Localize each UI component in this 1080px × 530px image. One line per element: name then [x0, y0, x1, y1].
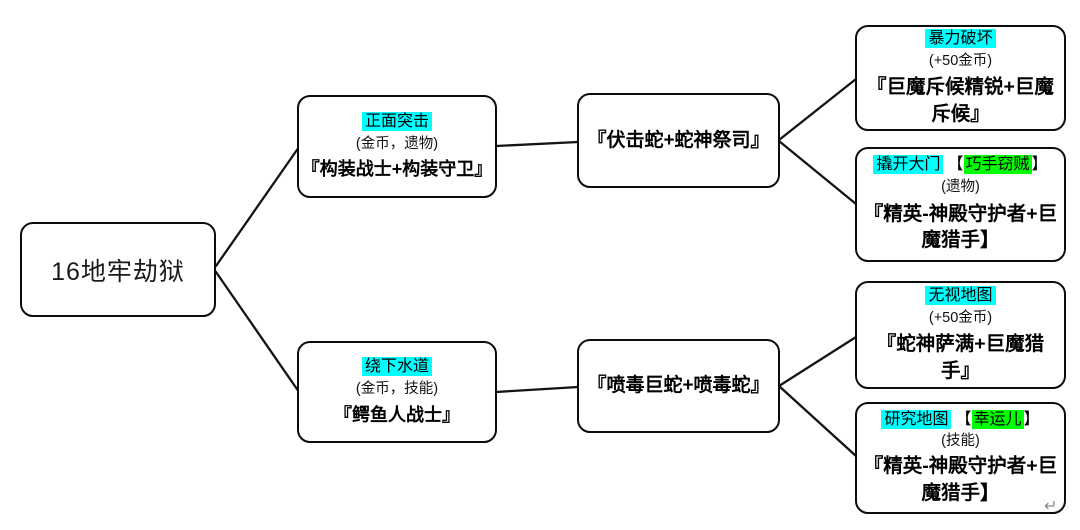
option-reward: (+50金币) [928, 53, 993, 69]
connector-encounter-top-to-option2 [777, 139, 858, 206]
encounter-enemies: 『伏击蛇+蛇神祭司』 [587, 129, 770, 151]
bracket-open: 【 [947, 156, 964, 174]
option-node-break-door: 暴力破坏 (+50金币) 『巨魔斥候精锐+巨魔斥候』 [855, 25, 1066, 131]
option-enemies: 『精英-神殿守护者+巨魔猎手】 [863, 202, 1058, 252]
option-title: 无视地图 [925, 285, 996, 306]
option-title: 暴力破坏 [925, 29, 996, 49]
branch-node-frontal-assault: 正面突击 (金币，遗物) 『构装战士+构装守卫』 [297, 95, 497, 198]
branch-reward: (金币，遗物) [355, 135, 439, 152]
bracket-open: 【 [955, 410, 972, 428]
connector-branch-bottom-to-encounter [494, 385, 580, 394]
branch-enemies: 『鳄鱼人战士』 [334, 404, 460, 425]
action-label-highlight: 无视地图 [925, 285, 996, 305]
option-title: 撬开大门【巧手窃贼】 [873, 155, 1048, 175]
connector-root-to-branch-top [214, 145, 301, 268]
connector-branch-top-to-encounter [494, 140, 580, 148]
root-node-dungeon: 16地牢劫狱 [20, 222, 216, 317]
encounter-node-venom-snake: 『喷毒巨蛇+喷毒蛇』 [577, 339, 780, 433]
requirement-label-highlight: 巧手窃贼 [963, 155, 1032, 175]
action-label-highlight: 正面突击 [361, 111, 432, 131]
connector-encounter-bottom-to-option3 [777, 335, 858, 388]
action-label-highlight: 绕下水道 [361, 357, 432, 377]
root-node-label: 16地牢劫狱 [51, 257, 185, 286]
action-label-highlight: 撬开大门 [873, 155, 944, 175]
option-title: 研究地图【幸运儿】 [881, 409, 1040, 430]
branch-enemies: 『构装战士+构装守卫』 [301, 159, 493, 180]
connector-encounter-bottom-to-option4 [777, 384, 858, 458]
branch-node-sewer-route: 绕下水道 (金币，技能) 『鳄鱼人战士』 [297, 341, 497, 443]
option-node-study-map: 研究地图【幸运儿】 (技能) 『精英-神殿守护者+巨魔猎手】 [855, 402, 1066, 514]
connector-root-to-branch-bottom [214, 270, 301, 394]
option-reward: (技能) [941, 432, 980, 449]
branch-title: 绕下水道 [361, 357, 432, 377]
option-node-pry-door: 撬开大门【巧手窃贼】 (遗物) 『精英-神殿守护者+巨魔猎手】 [855, 147, 1066, 262]
option-node-ignore-map: 无视地图 (+50金币) 『蛇神萨满+巨魔猎手』 [855, 281, 1066, 389]
branch-reward: (金币，技能) [355, 381, 439, 398]
action-label-highlight: 研究地图 [881, 409, 952, 429]
connector-encounter-top-to-option1 [777, 77, 858, 142]
encounter-enemies: 『喷毒巨蛇+喷毒蛇』 [587, 375, 770, 397]
bracket-close: 】 [1031, 156, 1048, 174]
action-label-highlight: 暴力破坏 [925, 29, 996, 48]
bracket-close: 】 [1023, 410, 1040, 428]
option-reward: (遗物) [941, 179, 980, 196]
end-of-line-mark: ↵ [1044, 498, 1058, 515]
branch-title: 正面突击 [361, 111, 432, 132]
encounter-node-ambush-snake: 『伏击蛇+蛇神祭司』 [577, 93, 780, 188]
option-reward: (+50金币) [928, 309, 993, 326]
option-enemies: 『蛇神萨满+巨魔猎手』 [876, 333, 1045, 382]
option-enemies: 『巨魔斥候精锐+巨魔斥候』 [867, 76, 1054, 125]
option-enemies: 『精英-神殿守护者+巨魔猎手】 [863, 455, 1058, 504]
requirement-label-highlight: 幸运儿 [971, 409, 1024, 429]
